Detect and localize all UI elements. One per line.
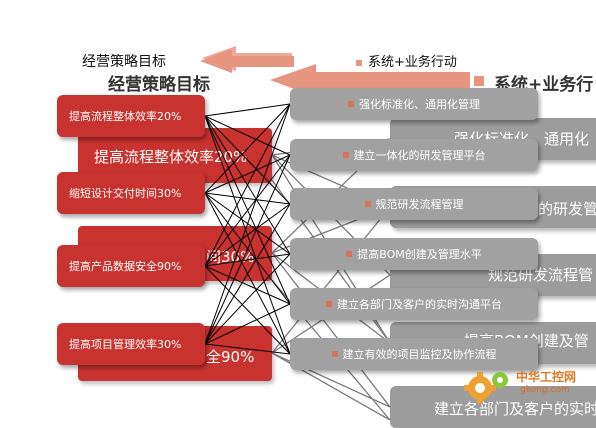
watermark-name: 中华工控网 (516, 370, 577, 384)
action-label-2: 建立一体化的研发管理平台 (353, 149, 486, 162)
action-bullet-4 (346, 251, 353, 257)
action-box-5: 建立各部门及客户的实时沟通平台 (290, 288, 538, 320)
goal-label-4: 提高项目管理效率30% (69, 338, 182, 351)
action-box-4: 提高BOM创建及管理水平 (290, 238, 538, 270)
goal-box-2: 缩短设计交付时间30% (57, 172, 205, 214)
action-bullet-2 (342, 152, 349, 158)
action-bullet-5 (326, 301, 332, 307)
goal-label-1: 提高流程整体效率20% (69, 110, 182, 123)
actions-title: 系统+业务行动 (356, 51, 457, 70)
ghost-goal-text-4: 全90% (206, 348, 255, 366)
action-label-1: 强化标准化、通用化管理 (359, 98, 480, 111)
ghost-action-text-3: 规范研发流程管 (488, 266, 594, 284)
goal-label-2: 缩短设计交付时间30% (69, 187, 182, 200)
ghost-action-text-2: 的研发管 (538, 200, 596, 218)
action-box-2: 建立一体化的研发管理平台 (290, 139, 538, 171)
goal-box-3: 提高产品数据安全90% (57, 245, 205, 287)
action-label-4: 提高BOM创建及管理水平 (357, 248, 482, 261)
action-bullet-1 (348, 101, 354, 107)
action-box-1: 强化标准化、通用化管理 (290, 88, 538, 120)
goal-label-3: 提高产品数据安全90% (69, 260, 182, 273)
action-box-3: 规范研发流程管理 (290, 188, 538, 220)
goal-box-1: 提高流程整体效率20% (57, 95, 205, 137)
action-label-3: 规范研发流程管理 (375, 198, 464, 211)
action-box-6: 建立有效的项目监控及协作流程 (290, 338, 538, 370)
gear-logo-icon (464, 372, 508, 404)
watermark-url: gkong.com (520, 385, 570, 395)
actions-title-text: 系统+业务行动 (368, 55, 457, 70)
ghost-goal-text-1: 提高流程整体效率20% (94, 148, 248, 166)
goal-box-4: 提高项目管理效率30% (57, 323, 205, 365)
action-bullet-6 (331, 351, 338, 357)
action-label-5: 建立各部门及客户的实时沟通平台 (337, 298, 502, 311)
ghost-action-text-5: 建立各部门及客户的实时 (434, 400, 596, 418)
actions-title-bullet (356, 59, 362, 66)
action-label-6: 建立有效的项目监控及协作流程 (342, 348, 497, 361)
ghost-right-bullet (474, 76, 484, 86)
ghost-left-title: 经营策略目标 (108, 75, 210, 95)
action-bullet-3 (364, 201, 371, 207)
goals-title: 经营策略目标 (82, 54, 166, 70)
